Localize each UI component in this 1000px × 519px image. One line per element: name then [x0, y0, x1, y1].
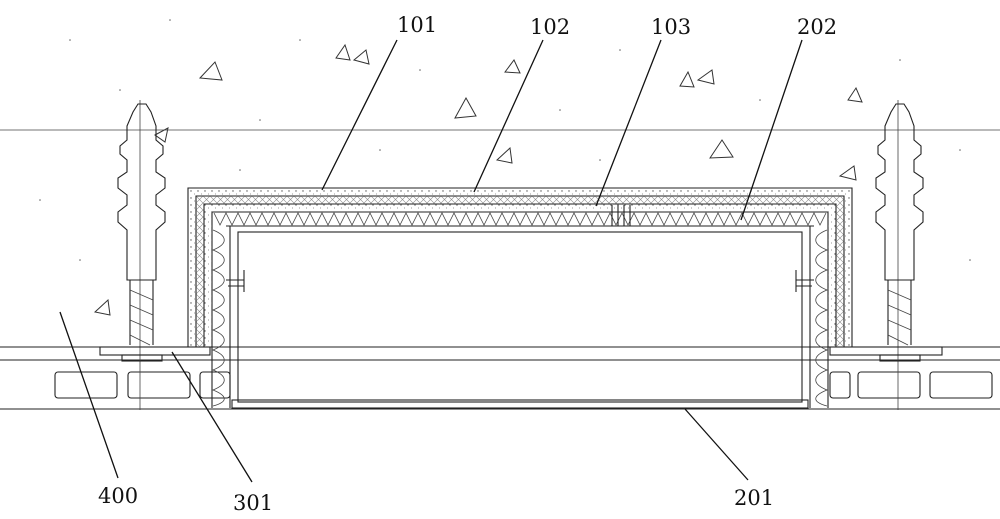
label-202: 202 — [797, 15, 837, 39]
label-301: 301 — [233, 491, 273, 515]
inner-box — [232, 232, 808, 408]
label-201: 201 — [734, 486, 774, 510]
middle-layer-102 — [196, 196, 844, 347]
label-400: 400 — [98, 484, 138, 508]
label-101: 101 — [397, 13, 437, 37]
label-102: 102 — [530, 15, 570, 39]
side-fasteners — [226, 270, 814, 292]
leader-lines — [60, 40, 802, 482]
label-103: 103 — [651, 15, 691, 39]
insulation-layer-202 — [212, 213, 828, 408]
